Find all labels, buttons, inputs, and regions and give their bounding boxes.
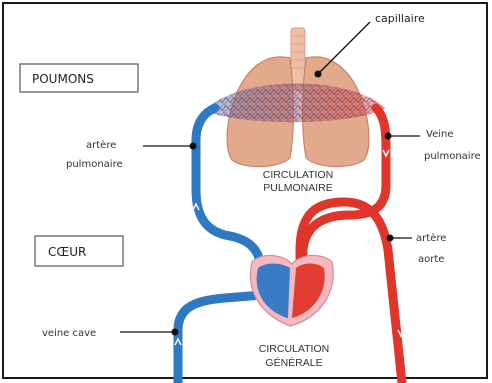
poumons-box: POUMONS bbox=[20, 64, 138, 92]
artere-pulmonaire-label-line1: artère bbox=[86, 139, 116, 151]
artere-aorte-label-line2: aorte bbox=[418, 254, 444, 265]
trachea bbox=[291, 28, 305, 90]
veine-pulmonaire-label-line1: Veine bbox=[426, 129, 454, 140]
artere-pulmonaire-label-line2: pulmonaire bbox=[66, 159, 123, 170]
veine-cave-label: veine cave bbox=[42, 328, 96, 339]
coeur-label: CŒUR bbox=[48, 245, 86, 259]
circulation-generale-label-line2: GÉNÉRALE bbox=[265, 356, 322, 369]
coeur-box: CŒUR bbox=[35, 236, 123, 266]
capillaire-label: capillaire bbox=[375, 12, 425, 25]
veine-pulmonaire-label-line2: pulmonaire bbox=[424, 151, 481, 162]
artere-aorte-label-line1: artère bbox=[416, 232, 446, 244]
circulation-generale-label-line1: CIRCULATION bbox=[259, 343, 329, 355]
circulation-pulmonaire-label-line1: CIRCULATION bbox=[263, 169, 333, 181]
poumons-label: POUMONS bbox=[32, 72, 94, 86]
heart bbox=[250, 255, 333, 326]
circulation-pulmonaire-label-line2: PULMONAIRE bbox=[263, 182, 332, 194]
vena-cava-vessel bbox=[178, 295, 262, 383]
